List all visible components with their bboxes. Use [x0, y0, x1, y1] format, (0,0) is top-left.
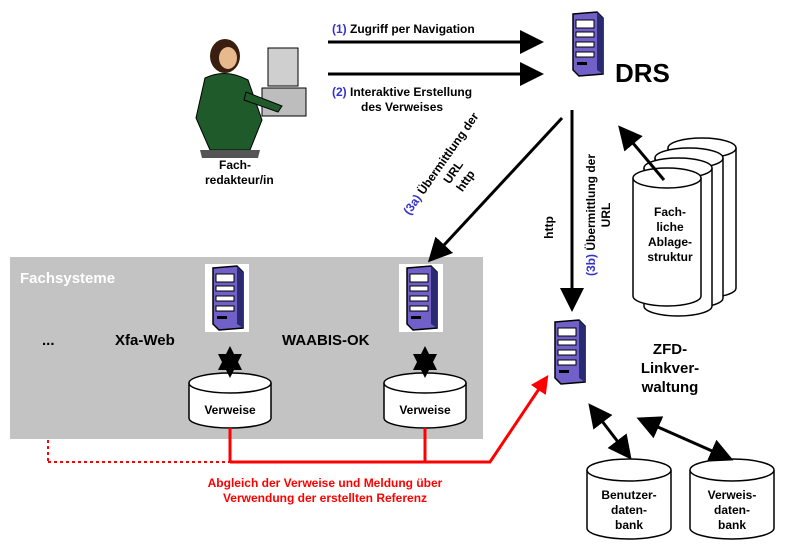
verweis-line3: bank [717, 518, 746, 532]
edge-3b-line2: URL [599, 202, 614, 228]
editor-line2: redakteur/in [205, 173, 274, 187]
verweise-db-1-icon [188, 372, 272, 429]
edge-1-label: (1) Zugriff per Navigation [332, 22, 475, 37]
drs-server-icon [564, 9, 610, 79]
verweis-db-label: Verweis- daten- bank [693, 488, 771, 533]
ablage-line1: Fach- [653, 205, 686, 219]
ablage-line4: struktur [647, 250, 693, 264]
waabis-ok-label: WAABIS-OK [282, 332, 370, 349]
fachsysteme-title: Fachsysteme [20, 270, 116, 287]
edge-2-number: (2) [332, 85, 347, 99]
benutzer-line1: Benutzer- [601, 488, 657, 502]
edge-1-text: Zugriff per Navigation [350, 22, 475, 36]
xfa-server-icon [204, 263, 250, 333]
benutzer-line3: bank [614, 518, 643, 532]
sync-line1: Abgleich der Verweise und Meldung über [207, 476, 443, 490]
zfd-line1: ZFD- [652, 341, 688, 358]
arrow-zfd-verweis [636, 416, 734, 462]
verweise-1-label: Verweise [204, 403, 256, 417]
sync-label: Abgleich der Verweise und Meldung über V… [160, 476, 490, 506]
sync-line2: Verwendung der erstellten Referenz [222, 491, 428, 505]
drs-label: DRS [615, 58, 670, 88]
edge-3b-text: Übermittlung der [584, 153, 599, 251]
ablage-database-icon [632, 137, 737, 317]
arrow-zfd-benutzer [588, 403, 632, 460]
edge-3b-label: (3b) Übermittlung der URL [584, 154, 614, 276]
editor-line1: Fach- [218, 158, 251, 172]
zfd-line3: waltung [641, 379, 699, 396]
sync-lines [47, 375, 549, 464]
ablage-line2: liche [656, 220, 684, 234]
verweis-line2: daten- [714, 503, 750, 517]
edge-2-line2: des Verweises [361, 100, 444, 114]
verweis-line1: Verweis- [707, 488, 757, 502]
arrow-3a [427, 116, 564, 263]
edge-1-number: (1) [332, 22, 347, 36]
benutzer-db-icon [586, 458, 672, 540]
editor-icon [195, 39, 307, 158]
verweis-db-icon [689, 458, 775, 540]
verweise-db-2-icon [383, 372, 467, 429]
zfd-line2: Linkver- [640, 360, 700, 377]
benutzer-line2: daten- [611, 503, 647, 517]
ablage-line3: Ablage- [647, 235, 692, 249]
verweise-2-label: Verweise [399, 403, 451, 417]
waabis-server-icon [398, 263, 444, 333]
zfd-label: ZFD- Linkver- waltung [625, 340, 715, 397]
edge-2-line1: Interaktive Erstellung [350, 85, 473, 99]
ellipsis-label: ... [42, 332, 55, 349]
editor-label: Fach- redakteur/in [205, 158, 274, 188]
benutzer-db-label: Benutzer- daten- bank [590, 488, 668, 533]
zfd-server-icon [546, 317, 592, 387]
xfa-web-label: Xfa-Web [115, 332, 175, 349]
edge-3b-number: (3b) [584, 254, 599, 277]
arrow-ablage [618, 125, 666, 181]
edge-3b-proto: http [541, 216, 556, 239]
ablage-label: Fach- liche Ablage- struktur [640, 205, 700, 265]
edge-2-label: (2) Interaktive Erstellung des Verweises [332, 85, 472, 115]
